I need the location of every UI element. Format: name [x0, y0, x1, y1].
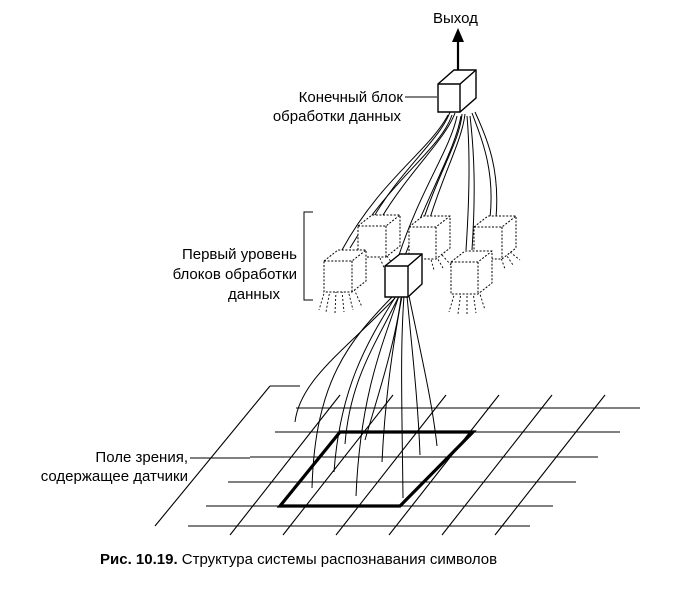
block-central — [384, 253, 423, 298]
figure-caption: Рис. 10.19. Структура системы распознава… — [100, 551, 497, 568]
final-block — [437, 69, 477, 113]
caption-prefix: Рис. 10.19. — [100, 551, 178, 568]
sensor-wires — [294, 295, 438, 499]
first-level-label-line1: Первый уровень — [182, 246, 297, 263]
block-front-right — [450, 250, 493, 295]
input-whiskers — [318, 251, 521, 315]
output-label: Выход — [433, 10, 478, 27]
final-block-label-line2: обработки данных — [273, 108, 402, 125]
first-level-label-line3: данных — [228, 286, 280, 303]
block-back-middle — [408, 215, 451, 260]
visual-field-outline — [276, 430, 477, 508]
caption-text: Структура системы распознавания символов — [178, 551, 498, 568]
first-level-label-line2: блоков обработки — [173, 266, 297, 283]
sensor-grid — [154, 385, 640, 536]
first-level-bracket — [303, 211, 313, 301]
final-block-label-line1: Конечный блок — [299, 89, 404, 106]
output-arrow-icon — [452, 28, 464, 70]
first-level-blocks — [323, 214, 517, 295]
field-label-line2: содержащее датчики — [41, 468, 188, 485]
block-front-left — [323, 249, 367, 293]
field-label-line1: Поле зрения, — [95, 449, 188, 466]
